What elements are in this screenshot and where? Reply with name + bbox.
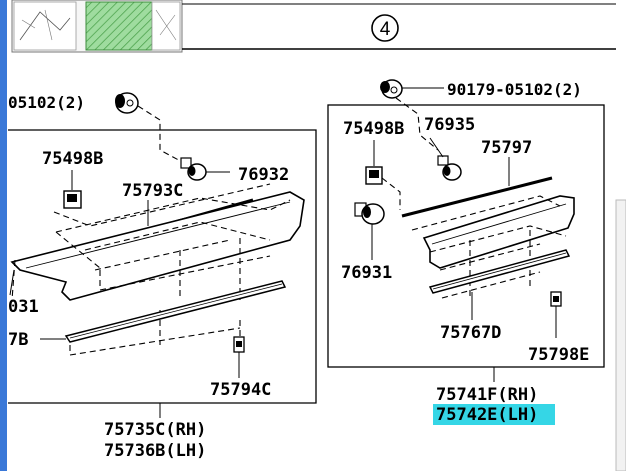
- label-left-031: 031: [8, 297, 39, 317]
- left-edge-stripe: [0, 0, 7, 471]
- label-right-75767D: 75767D: [440, 323, 501, 343]
- right-retainer-icon: [365, 140, 383, 185]
- overview-thumbnail[interactable]: [11, 0, 183, 53]
- label-left-75793C: 75793C: [122, 181, 183, 201]
- thumbnail-highlight-region: [85, 1, 153, 51]
- label-right-75798E: 75798E: [528, 345, 589, 365]
- right-thin-strip: [401, 176, 553, 218]
- right-lower-clip-icon: [550, 291, 562, 338]
- section-number: 4: [380, 19, 391, 40]
- label-left-7B: 7B: [8, 330, 28, 350]
- right-lower-strip: [428, 249, 571, 294]
- label-right-75498B: 75498B: [343, 119, 404, 139]
- label-left-assembly-rh: 75735C(RH): [104, 420, 206, 440]
- label-left-assembly-lh: 75736B(LH): [104, 441, 206, 461]
- label-right-clip: 90179-05102(2): [447, 80, 582, 99]
- right-grommet-icon: [354, 202, 385, 260]
- left-retainer-icon: [63, 170, 82, 209]
- label-right-76935: 76935: [424, 115, 475, 135]
- left-bolt-icon: [180, 157, 207, 181]
- label-left-clip-partial: 05102(2): [8, 93, 85, 112]
- left-lower-clip-icon: [233, 336, 245, 378]
- right-assembly: 90179-05102(2) 75498B 76935 75797 76931 …: [327, 79, 605, 425]
- left-clip-icon: [115, 92, 139, 114]
- label-right-assembly-rh[interactable]: 75741F(RH): [436, 385, 538, 405]
- right-molding-panel: [422, 195, 575, 269]
- highlight-selected-part: [433, 404, 555, 425]
- section-number-circle: [371, 14, 399, 42]
- label-left-76932: 76932: [238, 165, 289, 185]
- label-left-75498B: 75498B: [42, 149, 103, 169]
- right-clip-icon: [380, 79, 403, 99]
- right-scroll-area: [615, 199, 626, 471]
- label-right-75797: 75797: [481, 138, 532, 158]
- right-bolt-icon: [437, 155, 462, 181]
- label-right-assembly-lh[interactable]: 75742E(LH): [436, 405, 538, 425]
- label-left-75794C: 75794C: [210, 380, 271, 400]
- right-assembly-frame: [327, 104, 605, 368]
- left-assembly: 05102(2) 75498B 75793C 76932 031 7B 7579…: [8, 92, 317, 461]
- label-right-76931: 76931: [341, 263, 392, 283]
- left-assembly-frame: [8, 129, 317, 404]
